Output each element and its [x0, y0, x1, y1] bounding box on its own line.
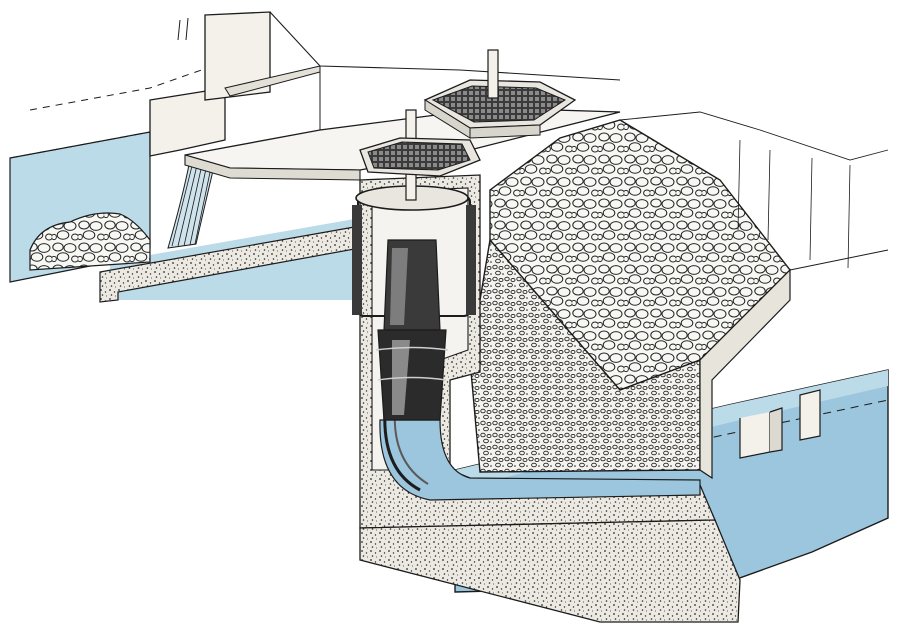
gravel-embankment	[469, 111, 889, 480]
motor-cover-plate-large	[423, 49, 577, 139]
motor-cover-plate-small	[359, 137, 481, 177]
intake-weir	[149, 11, 321, 157]
trash-rack	[167, 157, 217, 249]
